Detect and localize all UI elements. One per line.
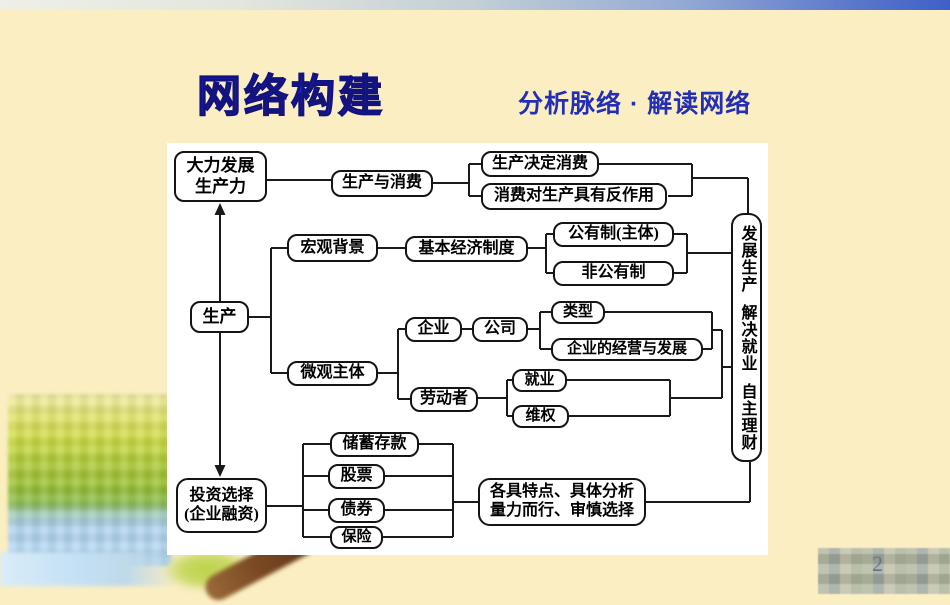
- node-insurance: 保险: [330, 526, 383, 549]
- slide-subtitle: 分析脉络 · 解读网络: [518, 90, 752, 118]
- node-develop-productivity: 大力发展 生产力: [174, 151, 267, 202]
- summary-independent-finance: 自主理财: [738, 382, 756, 451]
- node-enterprise: 企业: [405, 317, 462, 342]
- node-employment: 就业: [512, 369, 567, 392]
- node-micro-subjects: 微观主体: [287, 361, 378, 386]
- node-label: (企业融资): [184, 505, 259, 523]
- node-investment-choice: 投资选择 (企业融资): [176, 478, 267, 533]
- node-rights-protection: 维权: [512, 405, 569, 428]
- summary-solve-employment: 解决就业: [738, 303, 756, 372]
- node-company: 公司: [472, 317, 528, 342]
- watermark-block: [818, 548, 950, 594]
- node-label: 生产力: [195, 176, 246, 196]
- node-bonds: 债券: [328, 498, 385, 523]
- node-non-public-ownership: 非公有制: [553, 261, 674, 286]
- page-number: 2: [872, 551, 883, 576]
- node-savings-deposit: 储蓄存款: [330, 432, 419, 457]
- node-basic-economic-system: 基本经济制度: [405, 236, 528, 262]
- node-production-determines-consumption: 生产决定消费: [481, 151, 599, 177]
- node-production: 生产: [190, 301, 249, 333]
- pond-photo-decoration: [8, 394, 172, 566]
- node-macro-background: 宏观背景: [287, 234, 378, 262]
- node-stocks: 股票: [328, 464, 385, 489]
- node-label: 各具特点、具体分析: [489, 483, 634, 501]
- node-workers: 劳动者: [410, 387, 478, 412]
- node-investment-advice: 各具特点、具体分析 量力而行、审慎选择: [478, 478, 646, 526]
- node-production-and-consumption: 生产与消费: [331, 170, 433, 197]
- node-enterprise-operation-development: 企业的经营与发展: [551, 338, 703, 361]
- node-label: 投资选择: [189, 486, 254, 504]
- node-consumption-reacts-on-production: 消费对生产具有反作用: [481, 183, 667, 210]
- summary-develop-production: 发展生产: [738, 224, 756, 293]
- node-summary-vertical: 发展生产 解决就业 自主理财: [731, 213, 762, 462]
- top-gradient-strip: [0, 0, 950, 10]
- water-decoration: [0, 552, 180, 586]
- node-public-ownership: 公有制(主体): [553, 222, 674, 247]
- node-label: 大力发展: [186, 156, 255, 176]
- node-label: 量力而行、审慎选择: [489, 502, 634, 519]
- slide-title: 网络构建: [196, 71, 385, 122]
- node-company-types: 类型: [551, 301, 605, 324]
